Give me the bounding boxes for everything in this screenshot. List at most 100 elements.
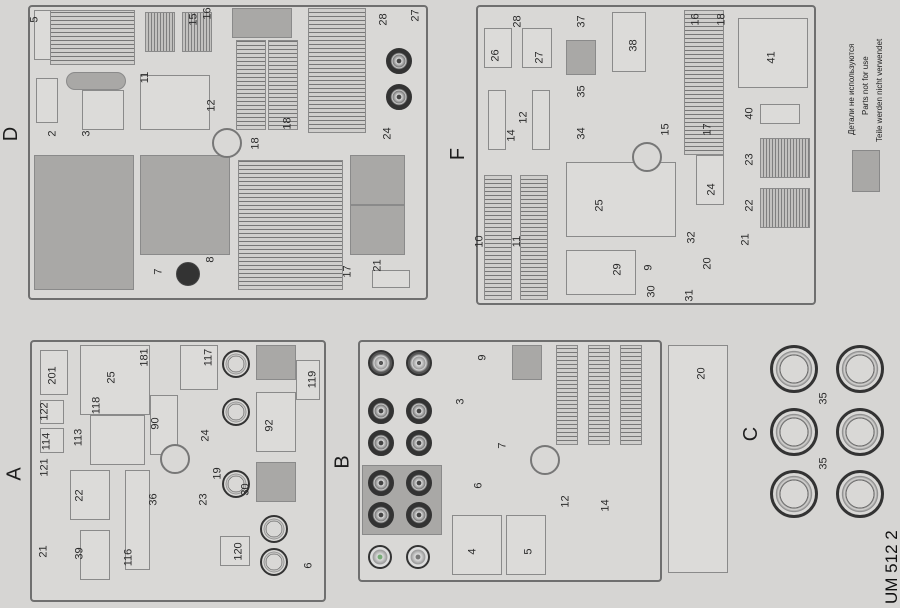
part-a-22 xyxy=(80,530,110,580)
label-b-14: 14 xyxy=(599,499,612,512)
label-a-39: 22 xyxy=(73,489,86,502)
label-b-12: 12 xyxy=(559,495,572,508)
label-a-116: 116 xyxy=(122,548,135,567)
part-b-5 xyxy=(506,515,546,575)
sprue-f-letter: F xyxy=(447,147,470,161)
part-a-114 xyxy=(40,428,64,453)
part-d-oval xyxy=(66,72,126,90)
sprue-d-gate xyxy=(212,128,242,158)
part-f-12 xyxy=(532,90,550,150)
part-b-wheel-8 xyxy=(406,470,432,496)
label-f-27: 27 xyxy=(533,51,546,64)
label-a-90: 90 xyxy=(149,417,162,430)
label-a-117: 117 xyxy=(202,348,215,367)
sprue-a-gate xyxy=(160,444,190,474)
label-d-3: 3 xyxy=(80,130,93,137)
part-b-wheel-10 xyxy=(406,502,432,528)
part-d-3 xyxy=(82,90,124,130)
label-f-38: 38 xyxy=(627,39,640,52)
part-b-wheel-5 xyxy=(368,430,394,456)
label-d-27: 27 xyxy=(409,9,422,22)
part-d-cab xyxy=(140,155,230,255)
label-b-3: 3 xyxy=(454,398,467,405)
legend-line-3: Teile werden nicht verwendet xyxy=(875,38,884,142)
sprue-a-letter: A xyxy=(3,467,26,481)
tire-5 xyxy=(770,470,818,518)
part-f-14 xyxy=(488,90,506,150)
label-f-9: 9 xyxy=(642,264,655,271)
label-d-28: 28 xyxy=(377,13,390,26)
part-f-40 xyxy=(760,104,800,124)
label-f-11: 11 xyxy=(511,235,524,248)
label-d-2: 2 xyxy=(46,130,59,137)
label-b-9: 9 xyxy=(476,354,489,361)
part-a-39 xyxy=(70,470,110,520)
label-a-118: 118 xyxy=(90,396,103,415)
part-d-2 xyxy=(36,78,58,123)
part-a-117 xyxy=(180,345,218,390)
label-f-28: 28 xyxy=(511,15,524,28)
part-d-door-1 xyxy=(350,155,405,205)
label-a-36: 36 xyxy=(147,493,160,506)
label-a-122: 122 xyxy=(38,402,51,421)
label-f-17: 17 xyxy=(701,123,714,136)
label-a-119: 119 xyxy=(306,370,319,389)
label-f-40: 40 xyxy=(743,107,756,120)
part-b-wheel-7 xyxy=(368,470,394,496)
part-f-24 xyxy=(696,155,724,205)
label-f-22: 22 xyxy=(743,199,756,212)
part-b-block xyxy=(512,345,542,380)
label-f-37: 37 xyxy=(575,15,588,28)
part-a-ring-1 xyxy=(222,350,250,378)
part-d-door-2 xyxy=(350,205,405,255)
sprue-f-gate xyxy=(632,142,662,172)
sprue-d-letter: D xyxy=(0,126,23,142)
label-a-113: 113 xyxy=(72,428,85,447)
label-a-92: 92 xyxy=(263,419,276,432)
part-d-11 xyxy=(140,75,210,130)
legend-line-1: Детали не используются xyxy=(847,43,856,135)
part-a-92b xyxy=(256,392,296,452)
label-d-11: 11 xyxy=(139,71,152,84)
label-f-30: 30 xyxy=(645,285,658,298)
label-a-24: 24 xyxy=(199,429,212,442)
label-b-7: 7 xyxy=(496,442,509,449)
part-a-120 xyxy=(220,536,250,566)
label-a-21: 21 xyxy=(37,545,50,558)
label-b-4: 4 xyxy=(466,548,479,555)
label-f-29: 29 xyxy=(611,263,624,276)
part-b-wheel-12 xyxy=(406,545,430,569)
part-d-rails-1 xyxy=(236,40,266,130)
part-a-25 xyxy=(80,345,150,415)
part-b-panel-3 xyxy=(620,345,642,445)
tire-label-2: 35 xyxy=(817,457,830,470)
part-d-rails-2 xyxy=(268,40,298,130)
label-d-5: 5 xyxy=(28,16,41,23)
unused-parts-swatch xyxy=(852,150,880,192)
part-f-10 xyxy=(484,175,512,300)
part-f-27 xyxy=(522,28,552,68)
label-f-25: 25 xyxy=(593,199,606,212)
part-d-wheel-1 xyxy=(386,48,412,74)
label-b-5: 5 xyxy=(522,548,535,555)
label-f-41: 41 xyxy=(765,51,778,64)
part-b-wheel-6 xyxy=(406,430,432,456)
label-d-24: 24 xyxy=(381,127,394,140)
label-f-16: 16 xyxy=(689,13,702,26)
part-f-29 xyxy=(566,250,636,295)
label-f-23: 23 xyxy=(743,153,756,166)
label-d-21: 21 xyxy=(371,259,384,272)
label-f-10: 10 xyxy=(473,235,486,248)
label-f-34: 34 xyxy=(575,127,588,140)
sprue-c-letter: C xyxy=(740,426,763,442)
part-a-ring-5 xyxy=(260,548,288,576)
label-f-15: 15 xyxy=(659,123,672,136)
part-a-ring-3 xyxy=(222,470,250,498)
label-b-6: 6 xyxy=(472,482,485,489)
label-a-22: 39 xyxy=(73,547,86,560)
part-f-22 xyxy=(760,188,810,228)
label-a-19: 19 xyxy=(211,467,224,480)
part-b-20 xyxy=(668,345,728,573)
tire-1 xyxy=(770,345,818,393)
label-a-25: 25 xyxy=(105,371,118,384)
